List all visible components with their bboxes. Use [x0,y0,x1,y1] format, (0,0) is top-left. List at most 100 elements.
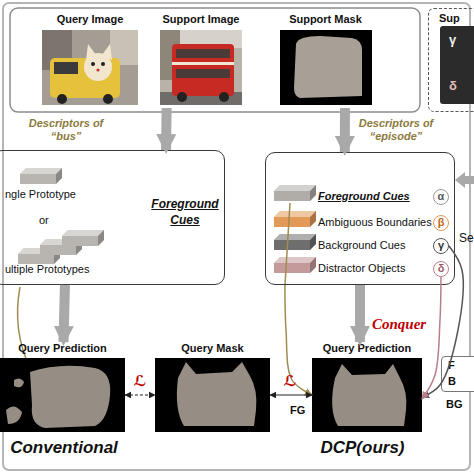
connector-arrow [340,108,350,152]
image-panel: Support Mask [278,13,373,108]
connector-arrow [125,394,155,395]
support-photo [177,92,187,102]
weight-circle: β [433,215,449,231]
node-text: Query Prediction [312,342,422,355]
support-photo [176,49,230,58]
weight-circle: δ [433,261,449,277]
node-text: Background Cues [318,239,405,252]
image-panel: Query Prediction [312,342,422,434]
prediction-right-image [332,364,406,426]
support-photo [219,92,229,102]
query-photo [42,30,138,105]
node-text: Support Mask [278,13,373,26]
weight-circle: γ [433,238,449,254]
edge-label: FG [290,404,305,417]
node-text: Query Image [40,13,140,26]
prototype-bars [18,168,316,273]
query-photo [91,62,95,66]
node-text: B [448,375,456,388]
node-text: Ambiguous Boundaries [318,216,432,229]
query-photo [96,68,99,71]
prototype-bars [274,234,316,250]
connector-arrow [422,277,441,399]
support-mask-image [280,30,372,105]
query-mask-image [155,358,270,432]
node-text: ultiple Prototypes [5,263,89,276]
node-text: α [434,190,448,203]
support-photo [176,69,230,78]
edge-label: Descriptors of “bus” [22,117,110,143]
connector-arrow [270,394,312,395]
prediction-left-image [14,378,24,387]
query-photo [57,94,67,104]
node-text: β [434,216,448,229]
query-photo [42,30,138,105]
node-text: γ [434,239,448,252]
edge-label: Descriptors of “episode” [354,117,438,143]
edge-label: ℒ [278,372,302,390]
method-caption: DCP(ours) [300,438,425,458]
node-text: Distractor Objects [318,262,405,275]
method-caption: Conventional [0,438,128,458]
prediction-left-image [0,358,125,432]
connector-arrow [422,246,463,397]
prototype-bars [274,257,316,273]
proto-lead-line [18,287,30,368]
connector-arrow [285,285,312,395]
node-text: Sup [439,12,460,25]
node-text: Query Prediction [0,342,125,355]
side-arrow [465,176,474,184]
prediction-left-image [30,366,110,428]
node-text: Foreground Cues [147,196,223,228]
image-panel: Query Prediction [0,342,125,434]
image-panel: Support Image [158,13,244,108]
prediction-right-image [312,358,422,432]
query-mask-image [177,362,257,426]
edge-label: BG [446,398,463,411]
prediction-left-image [6,406,22,424]
side-arrow-head [455,172,465,188]
descriptor-box: ngle Prototypeorultiple PrototypesForegr… [0,150,225,285]
prototype-bars [62,230,104,246]
node-text: F [448,359,455,372]
query-photo [103,94,113,104]
connector-arrow [161,108,172,150]
cropped-text: Se [459,232,474,245]
prototype-bars [274,185,316,201]
prototype-bars [274,211,316,227]
node-text: Query Mask [155,342,270,355]
prediction-left-image [0,358,125,432]
node-text: Support Image [158,13,244,26]
support-mask-image [280,30,372,105]
support-photo [172,62,234,65]
query-mask-image [155,358,270,432]
image-panel: Query Image [40,13,140,108]
prediction-right-image [312,358,422,432]
descriptor-box: Foreground CuesAmbiguous BoundariesBackg… [265,152,455,285]
node-text: γ [449,33,456,46]
node-text: or [39,214,49,227]
connector-arrow [355,285,365,342]
support-photo [160,30,242,105]
support-photo [160,30,242,105]
edge-label: Conquer [372,316,426,333]
legend-box: FB [441,356,474,392]
input-panel [10,8,420,112]
node-text: δ [434,262,448,275]
fg-lead-line [285,203,290,285]
query-photo [54,62,78,74]
support-side-strip [440,26,474,104]
support-panel: Sup γ δ [428,8,474,112]
edge-label: ℒ [128,372,152,390]
support-photo [172,44,234,96]
node-text: δ [449,79,457,92]
query-photo [84,53,112,81]
query-photo [101,62,105,66]
prototype-bars [20,168,62,184]
connector-arrow [64,285,65,342]
support-mask-image [294,36,362,98]
